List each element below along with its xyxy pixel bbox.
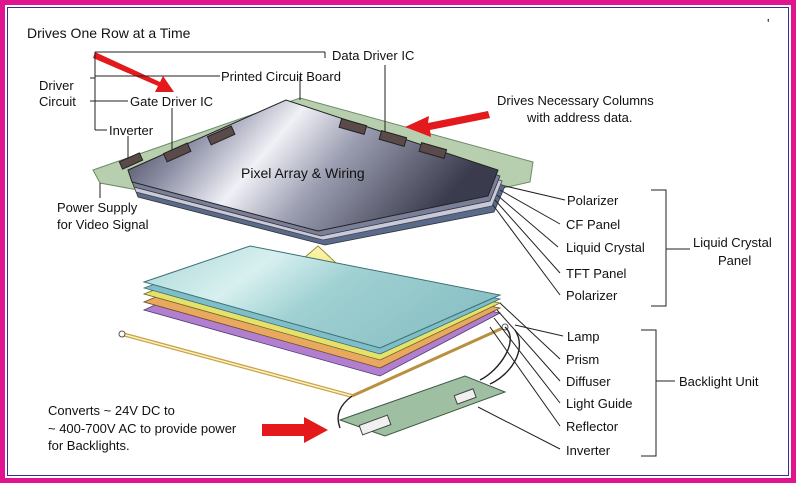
label-pixel-array: Pixel Array & Wiring: [241, 165, 365, 181]
label-power-supply-2: for Video Signal: [57, 217, 149, 232]
label-drives-row: Drives One Row at a Time: [27, 25, 191, 41]
lamp-end-left: [119, 331, 125, 337]
lc-group-label-1: Liquid Crystal: [693, 235, 772, 250]
bl-group-label: Backlight Unit: [679, 374, 759, 389]
lc-layer-polarizer-bottom: Polarizer: [566, 288, 618, 303]
bl-layer-prism: Prism: [566, 352, 599, 367]
label-star-mark: ': [767, 16, 769, 31]
label-driver-line1: Driver: [39, 78, 74, 93]
label-converts-3: for Backlights.: [48, 438, 130, 453]
label-data-driver-ic: Data Driver IC: [332, 48, 414, 63]
arrow-drives-row: [93, 52, 174, 92]
label-drives-columns-2: with address data.: [526, 110, 633, 125]
bl-layer-lamp: Lamp: [567, 329, 600, 344]
label-power-supply-1: Power Supply: [57, 200, 138, 215]
label-converts-1: Converts ~ 24V DC to: [48, 403, 175, 418]
label-converts-2: ~ 400-700V AC to provide power: [48, 421, 237, 436]
lc-layer-polarizer-top: Polarizer: [567, 193, 619, 208]
label-pcb: Printed Circuit Board: [221, 69, 341, 84]
backlight-stack: [119, 246, 519, 436]
bl-layer-reflector: Reflector: [566, 419, 619, 434]
lc-group-label-2: Panel: [718, 253, 751, 268]
label-driver-line2: Circuit: [39, 94, 76, 109]
bl-layer-light-guide: Light Guide: [566, 396, 633, 411]
lc-layer-liquid-crystal: Liquid Crystal: [566, 240, 645, 255]
label-inverter-top: Inverter: [109, 123, 154, 138]
bl-layer-diffuser: Diffuser: [566, 374, 611, 389]
label-drives-columns-1: Drives Necessary Columns: [497, 93, 654, 108]
bl-layer-inverter: Inverter: [566, 443, 611, 458]
lc-layer-cf-panel: CF Panel: [566, 217, 620, 232]
label-gate-driver-ic: Gate Driver IC: [130, 94, 213, 109]
lc-layer-tft-panel: TFT Panel: [566, 266, 627, 281]
arrow-converts: [262, 417, 328, 443]
